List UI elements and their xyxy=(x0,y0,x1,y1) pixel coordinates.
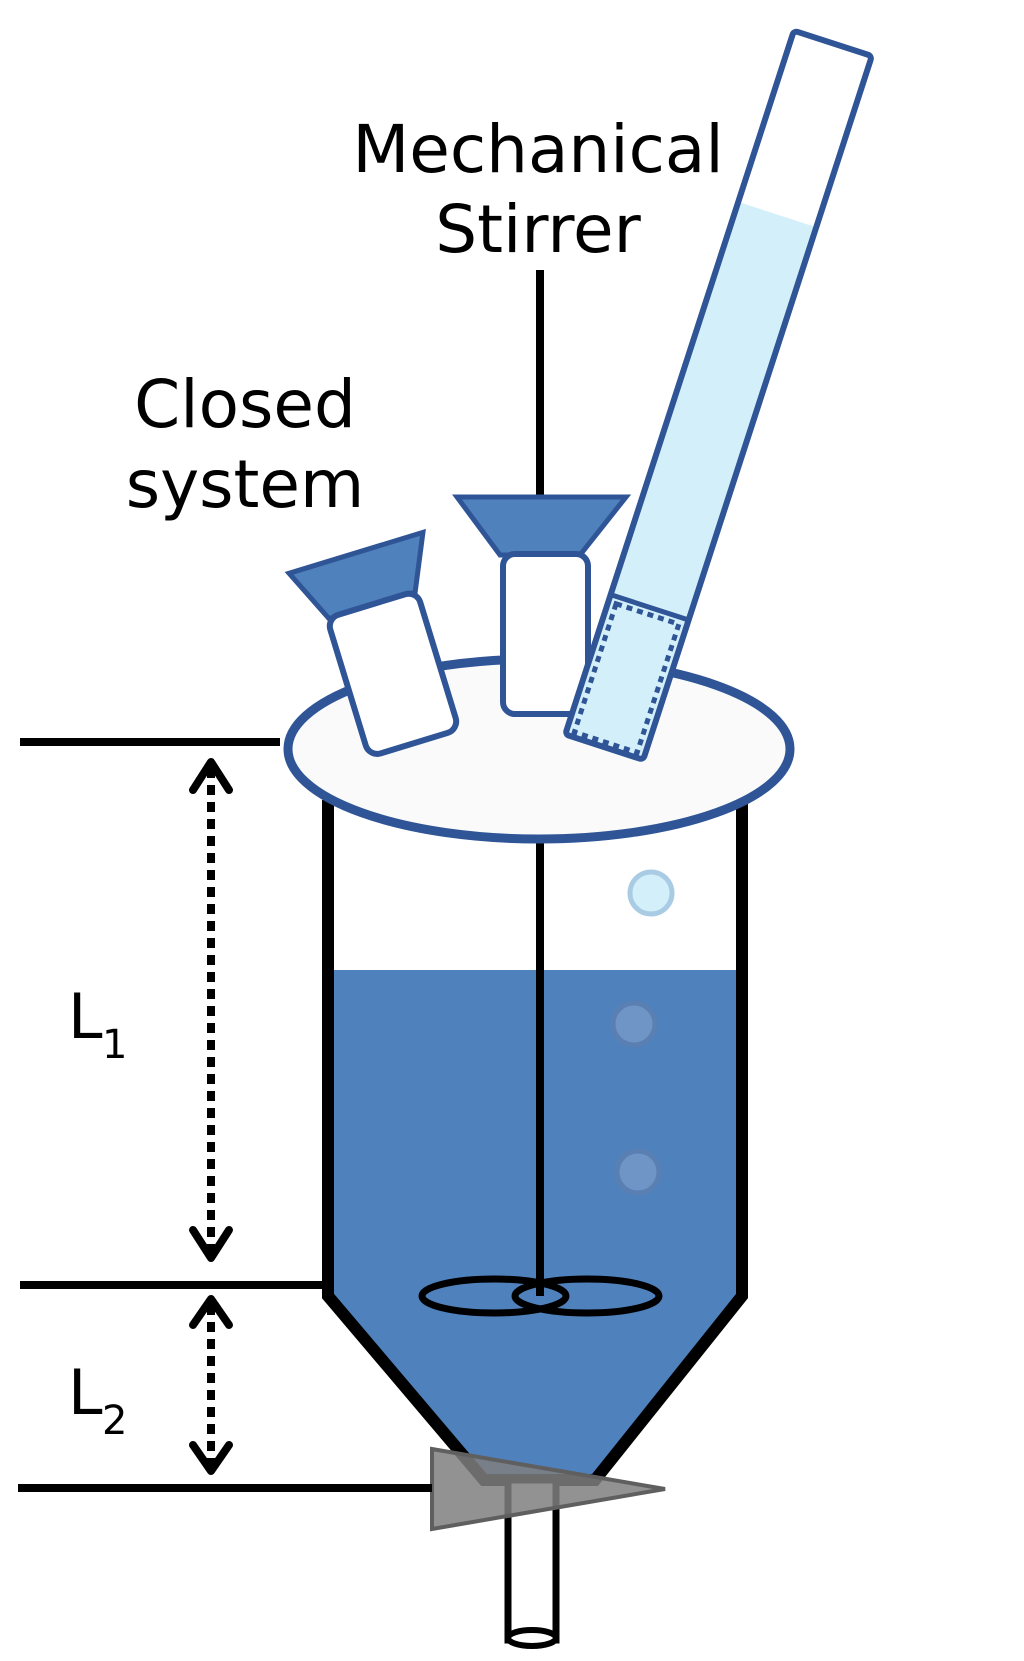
bubble xyxy=(614,1148,662,1196)
tube-joint-line xyxy=(609,592,690,623)
impeller-blade-right xyxy=(511,1275,663,1317)
stopper-neck xyxy=(326,590,460,757)
stirrer-port-cap xyxy=(452,494,632,558)
l1-label: L xyxy=(68,980,103,1053)
tube-liquid-part xyxy=(565,201,817,760)
stirrer-label-line2: Stirrer xyxy=(435,191,641,268)
l1-arrowhead-bottom xyxy=(189,1226,233,1262)
tube-outline xyxy=(563,28,874,762)
impeller-blade-left xyxy=(418,1275,570,1317)
bubble xyxy=(627,869,675,917)
l2-arrowhead-top xyxy=(189,1295,233,1329)
bubble xyxy=(610,1000,658,1048)
l2-arrowhead-bottom xyxy=(189,1441,233,1475)
closed-system-label-line1: Closed xyxy=(134,366,356,443)
l1-arrowhead-top xyxy=(189,758,233,794)
stirrer-label-line1: Mechanical xyxy=(352,111,723,188)
closed-system-port xyxy=(284,528,460,757)
l1-subscript: 1 xyxy=(102,1022,127,1068)
tube-ground-joint xyxy=(571,600,683,756)
addition-tube xyxy=(563,28,874,762)
liquid-fill xyxy=(328,970,742,1480)
closed-system-label-line2: system xyxy=(126,446,365,523)
l2-label: L xyxy=(68,1356,103,1429)
tube-empty-part xyxy=(738,30,872,228)
outlet-opening xyxy=(505,1627,559,1649)
stirrer-port-neck xyxy=(500,551,591,717)
l2-subscript: 2 xyxy=(102,1398,127,1444)
